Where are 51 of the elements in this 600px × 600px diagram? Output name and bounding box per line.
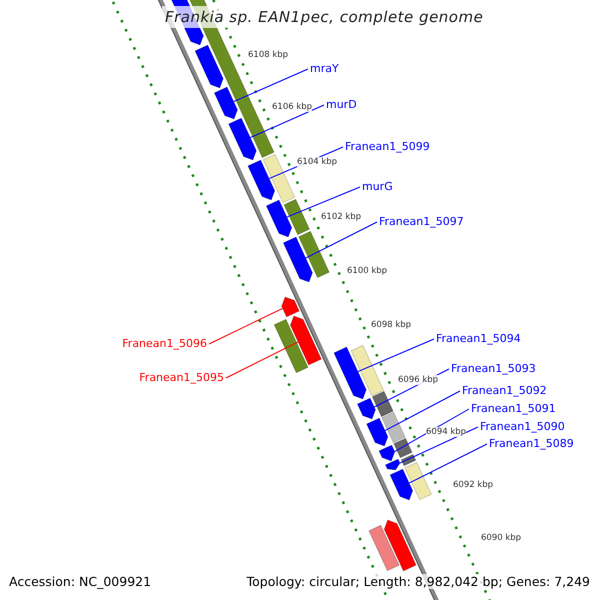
gene-label: Franean1_5093 — [451, 362, 536, 375]
gene-feature — [384, 520, 416, 572]
scale-label: 6098 kbp — [371, 320, 412, 330]
gene-label: murG — [362, 180, 393, 193]
leader-line — [226, 341, 299, 378]
scale-label: 6096 kbp — [398, 375, 438, 385]
scale-label: 6102 kbp — [321, 212, 362, 222]
gene-label: Franean1_5092 — [462, 384, 547, 397]
category-bar — [368, 524, 400, 572]
scale-label: 6108 kbp — [248, 50, 288, 60]
leader-line — [394, 408, 470, 452]
gene-feature — [266, 200, 292, 238]
leader-line — [250, 104, 324, 138]
gene-feature — [334, 346, 367, 400]
leader-line — [305, 222, 378, 259]
gene-feature — [357, 398, 376, 420]
scale-label: 6100 kbp — [347, 266, 388, 276]
scale-label: 6094 kbp — [426, 427, 466, 437]
gene-feature — [282, 236, 313, 282]
gene-feature — [194, 44, 224, 88]
gene-label: Franean1_5089 — [489, 437, 574, 450]
gene-feature — [366, 418, 388, 446]
leader-line — [408, 444, 488, 484]
gene-label: Franean1_5094 — [436, 332, 521, 345]
scale-label: 6104 kbp — [297, 157, 338, 167]
gene-feature — [248, 160, 276, 200]
gene-feature — [281, 296, 300, 318]
leader-line — [233, 68, 308, 102]
gene-feature — [290, 316, 322, 366]
accession-text: Accession: NC_009921 — [9, 574, 152, 589]
leader-line — [400, 426, 478, 464]
gene-label: Franean1_5096 — [122, 337, 207, 350]
leader-line — [384, 390, 460, 432]
gene-label: Franean1_5090 — [480, 420, 565, 433]
leader-line — [208, 308, 284, 344]
genome-summary-text: Topology: circular; Length: 8,982,042 bp; Genes: 7,249 — [246, 574, 590, 589]
scale-label: 6106 kbp — [272, 102, 312, 112]
gene-label: murD — [326, 98, 357, 111]
gene-label: Franean1_5091 — [471, 402, 556, 415]
scale-label: 6090 kbp — [481, 533, 522, 543]
gene-feature — [385, 458, 400, 470]
gene-feature — [390, 468, 414, 500]
gene-label: Franean1_5095 — [139, 371, 224, 384]
leader-line — [286, 186, 360, 218]
gene-label: Franean1_5099 — [345, 140, 430, 153]
scale-label: 6092 kbp — [453, 480, 494, 490]
gene-label: Franean1_5097 — [379, 215, 464, 228]
gene-feature — [228, 118, 257, 160]
gene-label: mraY — [310, 62, 339, 75]
gene-feature — [214, 86, 238, 120]
leader-line — [357, 338, 434, 372]
